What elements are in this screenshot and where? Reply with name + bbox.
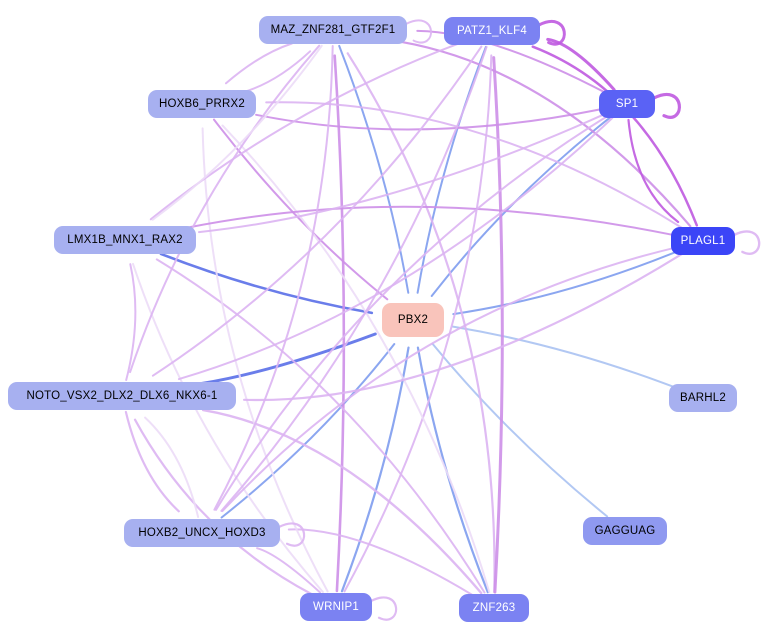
node-LMX1B[interactable]: LMX1B_MNX1_RAX2 — [54, 226, 196, 254]
node-label: NOTO_VSX2_DLX2_DLX6_NKX6-1 — [26, 390, 218, 402]
edge-PATZ1-self-loop[interactable] — [537, 20, 566, 47]
node-label: HOXB2_UNCX_HOXD3 — [138, 527, 266, 539]
edge-ZNF263-PATZ1[interactable] — [488, 47, 504, 594]
edge-BARHL2-PBX2[interactable] — [445, 322, 677, 389]
node-label: WRNIP1 — [313, 601, 359, 613]
edge-SP1-NOTO[interactable] — [171, 117, 614, 383]
edge-WRNIP1-LMX1B[interactable] — [129, 256, 324, 593]
edge-PLAGL1-PBX2[interactable] — [445, 250, 679, 318]
node-label: ZNF263 — [472, 602, 516, 614]
node-label: LMX1B_MNX1_RAX2 — [67, 234, 183, 246]
edge-ZNF263-HOXB6[interactable] — [217, 119, 491, 594]
node-BARHL2[interactable]: BARHL2 — [669, 384, 737, 412]
edge-ZNF263-HOXB2[interactable] — [280, 525, 474, 596]
edge-HOXB2-self-loop[interactable] — [277, 522, 306, 547]
node-PATZ1[interactable]: PATZ1_KLF4 — [444, 17, 540, 45]
node-SP1[interactable]: SP1 — [599, 90, 655, 118]
edge-NOTO-PBX2[interactable] — [197, 329, 386, 386]
edge-SP1-HOXB2[interactable] — [212, 115, 609, 517]
edge-SP1-MAZ[interactable] — [409, 27, 607, 94]
node-GAGGUAG[interactable]: GAGGUAG — [583, 517, 667, 545]
edge-PLAGL1-self-loop[interactable] — [732, 230, 761, 256]
edge-ZNF263-LMX1B[interactable] — [150, 255, 486, 594]
edge-NOTO-HOXB2[interactable] — [124, 410, 185, 517]
node-HOXB6[interactable]: HOXB6_PRRX2 — [148, 90, 256, 118]
edge-LMX1B-PBX2[interactable] — [159, 252, 382, 318]
edge-SP1-PATZ1[interactable] — [537, 34, 616, 92]
edge-WRNIP1-PATZ1[interactable] — [343, 47, 496, 593]
edge-MAZ-HOXB6[interactable] — [220, 42, 293, 89]
edge-NOTO-LMX1B[interactable] — [125, 256, 137, 381]
edge-GAGGUAG-PBX2[interactable] — [427, 337, 609, 518]
node-WRNIP1[interactable]: WRNIP1 — [300, 593, 372, 621]
edge-ZNF263-NOTO[interactable] — [194, 406, 483, 595]
edge-PATZ1-NOTO[interactable] — [146, 45, 483, 381]
edge-HOXB2-PBX2[interactable] — [220, 337, 400, 519]
node-label: PBX2 — [397, 314, 429, 326]
edge-SP1-PLAGL1[interactable] — [627, 118, 686, 227]
node-label: GAGGUAG — [594, 525, 656, 537]
edge-SP1-LMX1B[interactable] — [191, 113, 606, 236]
edge-MAZ-LMX1B[interactable] — [146, 44, 323, 225]
edge-PLAGL1-HOXB2[interactable] — [217, 247, 674, 517]
node-label: PLAGL1 — [680, 235, 726, 247]
edge-MAZ-self-loop[interactable] — [405, 19, 433, 44]
edge-SP1-self-loop[interactable] — [652, 92, 682, 120]
node-label: SP1 — [615, 98, 639, 110]
edge-PLAGL1-HOXB6[interactable] — [258, 98, 684, 230]
node-label: BARHL2 — [680, 392, 726, 404]
edge-MAZ-PBX2[interactable] — [338, 44, 412, 301]
node-label: HOXB6_PRRX2 — [159, 98, 245, 110]
node-label: PATZ1_KLF4 — [457, 25, 527, 37]
node-ZNF263[interactable]: ZNF263 — [459, 594, 529, 622]
node-MAZ[interactable]: MAZ_ZNF281_GTF2F1 — [259, 16, 407, 44]
edge-WRNIP1-HOXB2[interactable] — [249, 544, 322, 594]
node-PLAGL1[interactable]: PLAGL1 — [671, 227, 735, 255]
edge-PATZ1-LMX1B[interactable] — [144, 42, 461, 224]
edge-PATZ1-PBX2[interactable] — [413, 45, 487, 301]
edge-MAZ-NOTO[interactable] — [126, 44, 321, 380]
edge-WRNIP1-MAZ[interactable] — [330, 46, 346, 593]
edge-PLAGL1-PATZ1[interactable] — [524, 42, 699, 227]
node-PBX2[interactable]: PBX2 — [382, 303, 444, 337]
edge-PLAGL1-LMX1B[interactable] — [179, 205, 673, 236]
edge-HOXB2-NOTO[interactable] — [139, 412, 200, 518]
edge-WRNIP1-HOXB6[interactable] — [198, 120, 329, 593]
edge-MAZ-HOXB2[interactable] — [211, 45, 334, 517]
node-label: MAZ_ZNF281_GTF2F1 — [270, 24, 396, 36]
edge-ZNF263-MAZ[interactable] — [343, 46, 496, 594]
node-NOTO[interactable]: NOTO_VSX2_DLX2_DLX6_NKX6-1 — [8, 382, 236, 410]
node-HOXB2[interactable]: HOXB2_UNCX_HOXD3 — [124, 519, 280, 547]
edge-PLAGL1-NOTO[interactable] — [235, 252, 684, 405]
edge-WRNIP1-self-loop[interactable] — [369, 596, 398, 621]
edge-PATZ1-HOXB2[interactable] — [216, 45, 488, 517]
